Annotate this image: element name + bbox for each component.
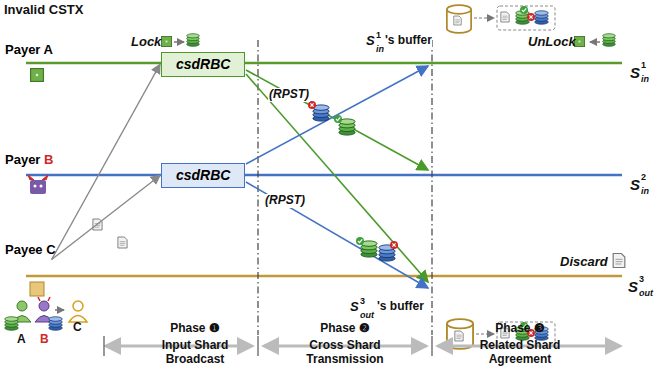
broadcast-arrow (52, 175, 160, 259)
broadcast-arrow (52, 64, 160, 259)
label-text: B (40, 333, 49, 347)
label-text: Phase ❶ (130, 322, 260, 336)
node-text: Payer A (5, 42, 53, 57)
label-text: 2 (641, 172, 646, 182)
label-text: C (73, 321, 82, 335)
label-text: 's buffer (377, 300, 424, 314)
label-text: 3 (360, 296, 365, 306)
party-label: Payer A (5, 42, 53, 58)
node-text: csdRBC (176, 56, 230, 72)
label-text: S (630, 176, 640, 193)
label-text: Invalid CSTX (4, 3, 83, 18)
label-text: 3 (639, 274, 644, 284)
malicious-icon (28, 175, 48, 194)
label-text: out (360, 310, 374, 320)
node-text: Payee C (5, 242, 56, 257)
payee-icon (30, 282, 44, 296)
label-text: Related Shard Agreement (470, 339, 570, 367)
node-text: Payer (5, 152, 40, 167)
label-text: Lock (131, 35, 161, 50)
node-text: csdRBC (176, 167, 230, 183)
label-text: UnLock (528, 35, 576, 50)
label-text: S (366, 34, 375, 49)
label-text: in (376, 44, 384, 54)
label-text: (RPST) (264, 194, 306, 208)
label-text: Input Shard Broadcast (135, 339, 255, 367)
label-text: (RPST) (268, 88, 310, 102)
label-text: Discard (560, 255, 608, 270)
label-text: Phase ❸ (455, 322, 585, 336)
label-text: Cross Shard Transmission (295, 339, 395, 367)
label-text: A (17, 333, 26, 347)
label-text: S (630, 64, 640, 81)
label-text: 1 (376, 30, 381, 40)
party-label: Payer B (5, 152, 53, 168)
node-text: B (44, 152, 53, 167)
shard-line (26, 174, 622, 177)
party-label: Payee C (5, 242, 56, 258)
csdrbc-box: csdRBC (161, 52, 245, 77)
label-text: S (628, 278, 638, 295)
label-text: 1 (641, 60, 646, 70)
label-text: in (641, 186, 649, 196)
label-text: in (641, 74, 649, 84)
csdrbc-box: csdRBC (161, 163, 245, 188)
label-text: 's buffer (385, 34, 432, 48)
label-text: out (639, 288, 653, 298)
shard-line (26, 62, 622, 65)
label-text: S (350, 300, 359, 315)
shard-line (26, 275, 622, 278)
label-text: Phase ❷ (280, 322, 410, 336)
